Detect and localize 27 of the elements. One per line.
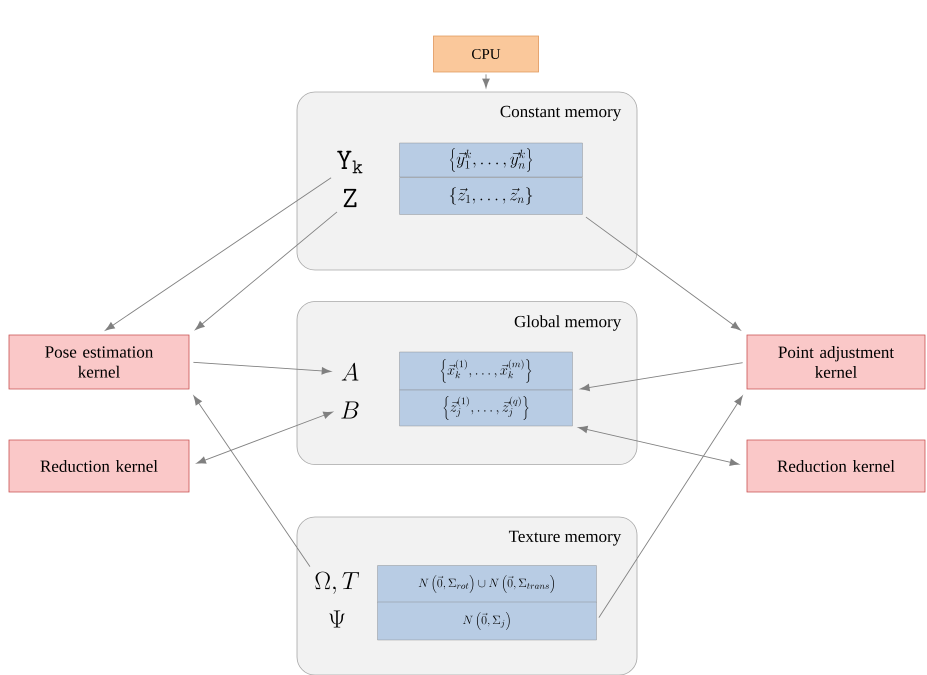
math-symbol: $\mathtt{Y}_{\mathtt{k}}$ bbox=[337, 150, 362, 174]
math-symbol: $A$ bbox=[342, 362, 358, 380]
arrow bbox=[580, 362, 744, 392]
arrow bbox=[193, 396, 310, 568]
arrow bbox=[585, 216, 741, 330]
math-symbol: $\mathtt{Z}$ bbox=[344, 188, 356, 208]
kernel-box: Reduction kernel bbox=[8, 440, 190, 492]
arrow bbox=[598, 396, 743, 618]
arrow bbox=[578, 426, 740, 466]
arrow bbox=[105, 177, 332, 331]
arrow bbox=[482, 74, 490, 88]
math-symbol: $\Psi$ bbox=[329, 610, 345, 628]
cpu-box: CPU bbox=[433, 36, 539, 72]
math-symbol: $B$ bbox=[341, 402, 359, 418]
table-cell: $N\left(\vec{0},\Sigma_{rot}\right)\cup N\left(\vec{0},\Sigma_{trans}\right)$ bbox=[377, 565, 597, 603]
table-cell: $\left\{\vec{z}_{j}^{(1)},\ldots,\vec{z}_{j}^{(q)}\right\}$ bbox=[399, 390, 573, 426]
table-cell: $\left\{\vec{x}_{k}^{(1)},\ldots,\vec{x}_{k}^{(m)}\right\}$ bbox=[399, 352, 573, 390]
table-cell: $\left\{\vec{y}^{k}_{1},\ldots,\vec{y}^{k}_{n}\right\}$ bbox=[399, 142, 583, 178]
table-cell: $\left\{\vec{z}_{1},\ldots,\vec{z}_{n}\right\}$ bbox=[399, 177, 583, 215]
kernel-box: Pose estimation kernel bbox=[8, 334, 190, 390]
kernel-box: Point adjustment kernel bbox=[746, 334, 926, 390]
arrow bbox=[195, 211, 338, 330]
math-symbol: $\Omega, T$ bbox=[315, 572, 360, 594]
kernel-box: Reduction kernel bbox=[746, 440, 926, 492]
arrow bbox=[192, 362, 332, 375]
arrow bbox=[196, 412, 333, 464]
table-cell: $N\left(\vec{0},\Sigma_{j}\right)$ bbox=[377, 602, 597, 640]
